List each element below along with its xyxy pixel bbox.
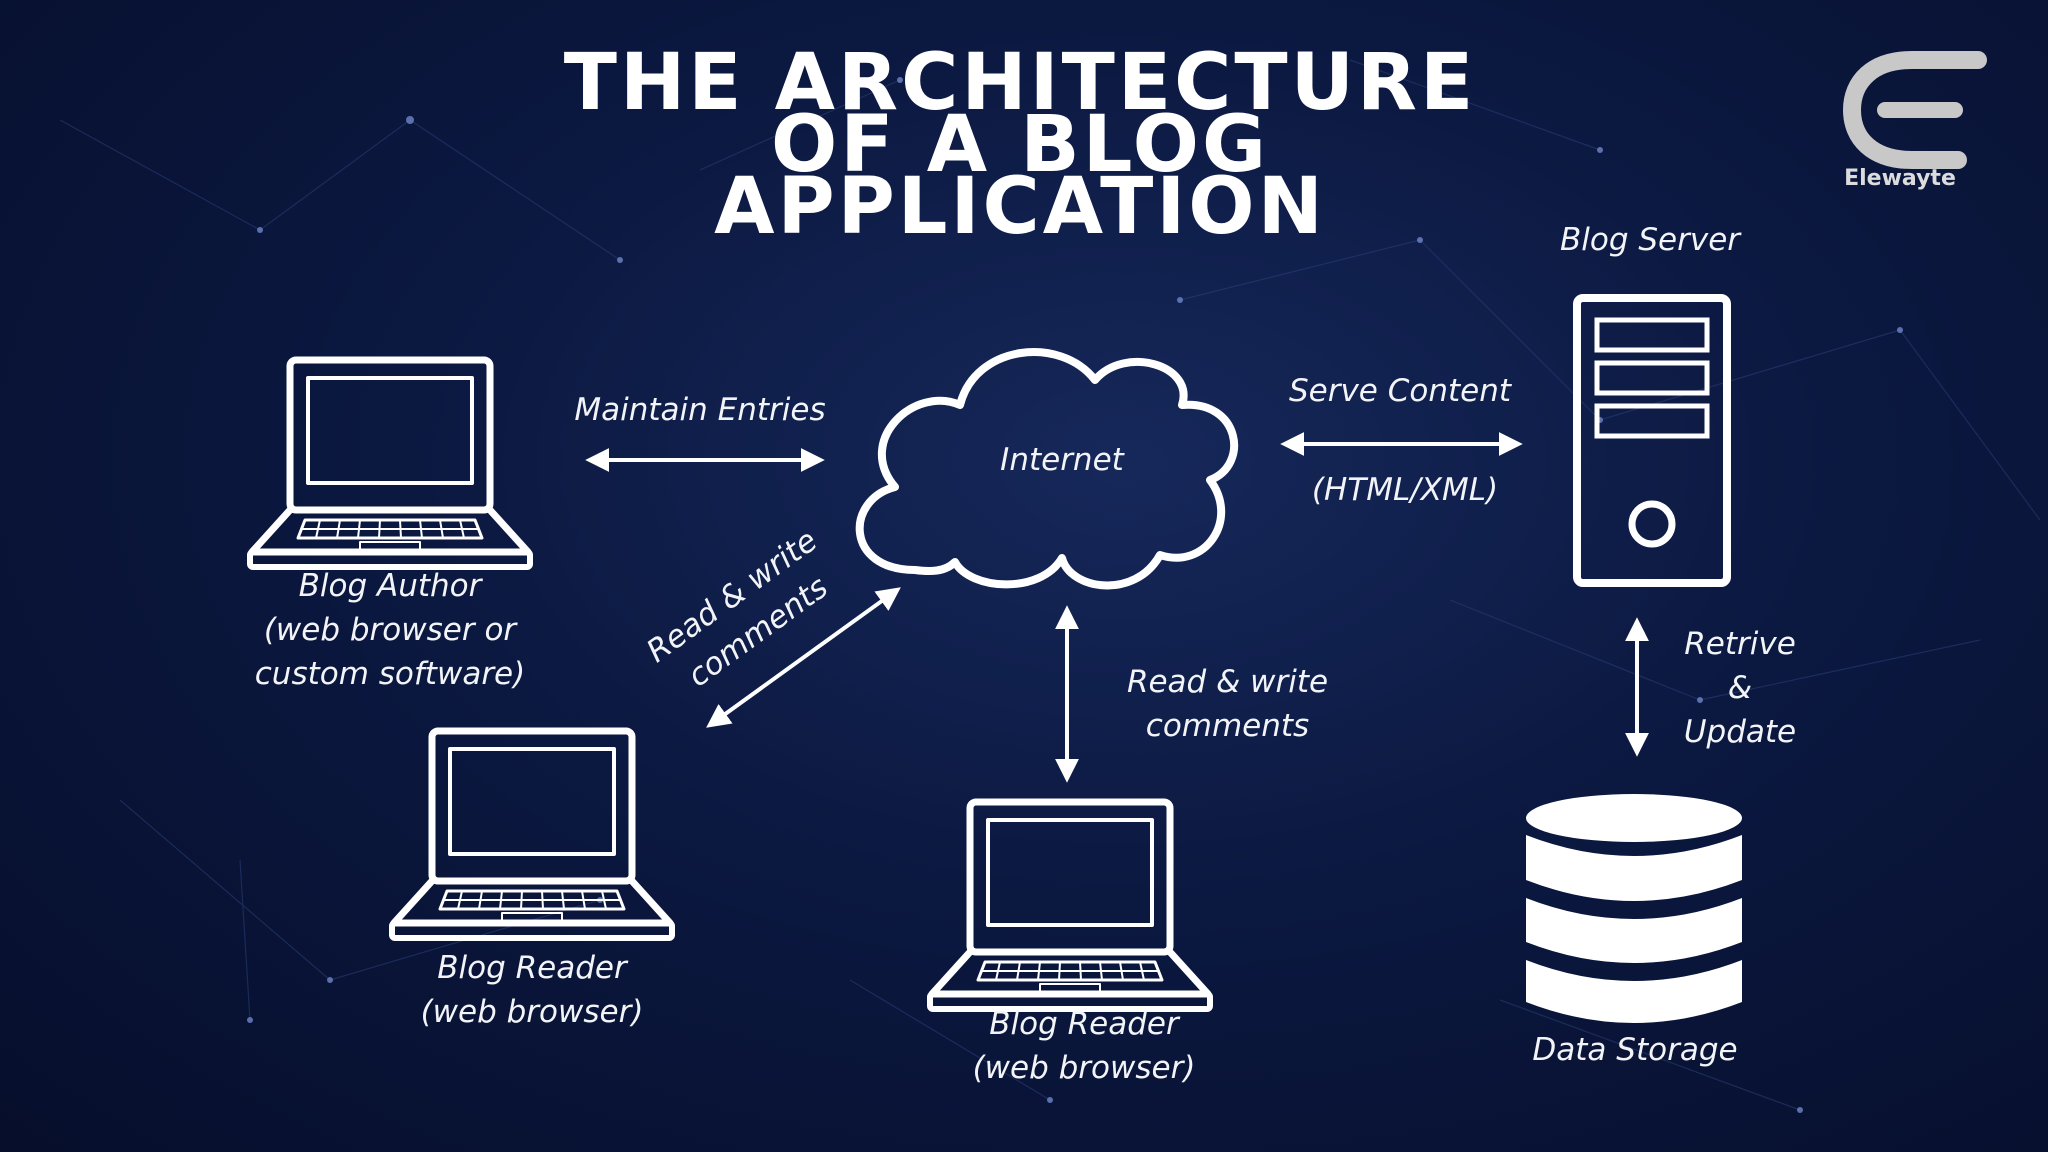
blog-author-laptop-icon xyxy=(250,360,530,567)
blog-server-icon xyxy=(1573,294,1731,587)
read-write-vertical-label: Read & write comments xyxy=(1126,664,1329,744)
internet-cloud-icon xyxy=(855,348,1239,590)
page-title: THE ARCHITECTURE OF A BLOG APPLICATION xyxy=(470,38,1570,252)
retrieve-update-label: Retrive & Update xyxy=(1683,626,1797,750)
internet-label: Internet xyxy=(1000,442,1124,478)
title-line-2: OF A BLOG xyxy=(771,100,1269,190)
brand-name: Elewayte xyxy=(1844,166,1956,191)
blog-author-label: Blog Author (web browser or custom softw… xyxy=(254,568,526,692)
read-write-diagonal-arrow xyxy=(706,587,901,728)
blog-reader-center-laptop-icon xyxy=(930,802,1210,1009)
blog-reader-left-label: Blog Reader (web browser) xyxy=(420,950,644,1030)
blog-reader-center-label: Blog Reader (web browser) xyxy=(972,1006,1196,1086)
blog-reader-left-laptop-icon xyxy=(392,731,672,938)
e-logo-icon xyxy=(1842,51,1987,169)
data-storage-icon xyxy=(1526,794,1742,1023)
title-line-1: THE ARCHITECTURE xyxy=(563,38,1477,128)
data-storage-label: Data Storage xyxy=(1532,1032,1738,1068)
maintain-entries-label: Maintain Entries xyxy=(574,392,826,428)
serve-content-label: Serve Content xyxy=(1288,373,1512,409)
serve-format-label: (HTML/XML) xyxy=(1311,472,1499,508)
title-line-3: APPLICATION xyxy=(714,162,1326,252)
blog-server-label: Blog Server xyxy=(1559,222,1741,258)
